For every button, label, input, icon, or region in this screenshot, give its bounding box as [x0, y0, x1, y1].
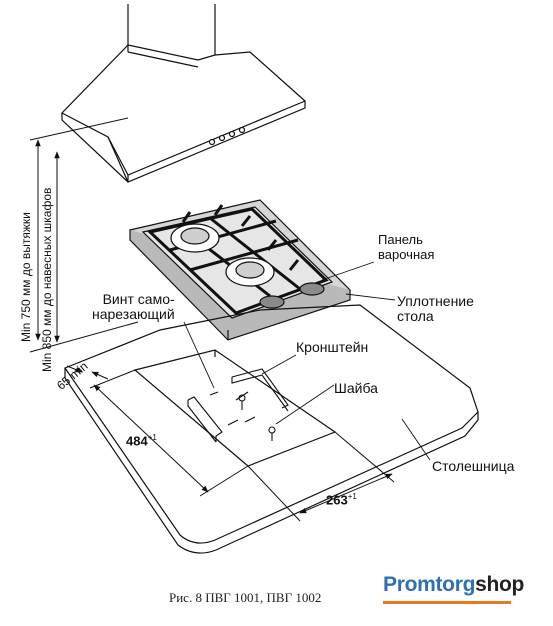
label-bracket: Кронштейн: [296, 339, 369, 355]
label-panel: Панель варочная: [378, 232, 434, 262]
label-washer: Шайба: [334, 380, 378, 396]
label-panel-text: Панель варочная: [378, 232, 435, 262]
label-hood-min: Min 750 мм до вытяжки: [19, 212, 33, 342]
label-cabinet-min: Min 850 мм до навесных шкафов: [40, 187, 54, 372]
dim-width-tolerance: +1: [147, 433, 157, 442]
label-seal: Уплотнение стола: [397, 294, 474, 324]
label-seal-text: Уплотнение стола: [397, 293, 474, 324]
promtorgshop-logo: Promtorgshop: [383, 573, 524, 597]
dim-depth-tolerance: +1: [347, 492, 357, 501]
dim-width-value: 484: [126, 433, 148, 449]
dim-width: 484+1: [126, 433, 157, 448]
cutout-width-dim: [89, 369, 249, 497]
countertop: [64, 304, 479, 554]
brackets: [187, 368, 289, 443]
control-knobs: [259, 282, 325, 309]
logo-underline: [383, 601, 511, 604]
burner: [170, 223, 275, 287]
cooktop-panel: [128, 199, 352, 341]
logo-part2: shop: [475, 573, 525, 596]
range-hood: [61, 4, 307, 183]
label-countertop: Столешница: [432, 458, 515, 474]
label-screw: Винт само- нарезающий: [92, 292, 175, 322]
cutout-depth-dim: [247, 431, 395, 522]
leader-lines: [183, 261, 431, 461]
dim-depth-value: 263: [326, 492, 348, 508]
label-screw-text: Винт само- нарезающий: [92, 291, 175, 322]
height-dimensions: [29, 117, 139, 353]
figure-caption: Рис. 8 ПВГ 1001, ПВГ 1002: [169, 590, 322, 605]
edge-distance-dim: [66, 365, 109, 380]
dim-depth: 263+1: [326, 492, 357, 507]
logo-part1: Promtorg: [383, 573, 476, 596]
